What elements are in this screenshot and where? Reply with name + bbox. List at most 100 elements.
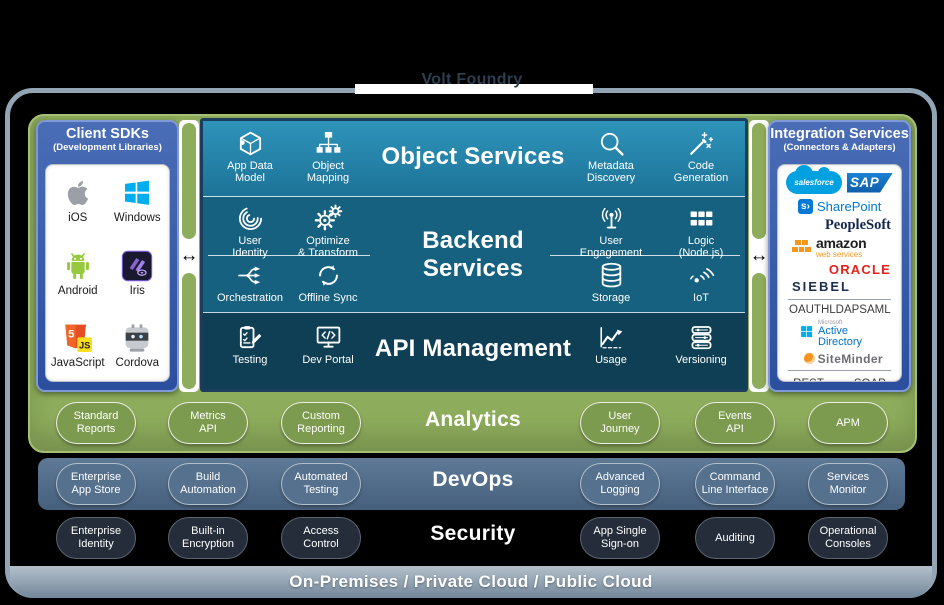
- soap-label: SOAP: [854, 378, 886, 381]
- feature-label: Logic (Node.js): [678, 235, 724, 260]
- rest-label: REST: [793, 378, 824, 381]
- feature-versioning: Versioning: [662, 323, 740, 366]
- apple-icon: [62, 177, 94, 209]
- devops-pill-build-automation: Build Automation: [168, 463, 248, 505]
- salesforce-label: salesforce: [794, 178, 834, 187]
- usage-icon: [597, 323, 626, 352]
- microsoft-label: Microsoft: [818, 319, 843, 326]
- divider: [208, 255, 370, 256]
- connection-blob: [752, 123, 766, 239]
- siteminder-logo: SiteMinder: [786, 352, 883, 366]
- platform-label: JavaScript: [50, 357, 105, 369]
- deployment-bar: On-Premises / Private Cloud / Public Clo…: [10, 566, 932, 598]
- bidirectional-arrow-icon: ↔: [179, 245, 199, 266]
- svg-text:5: 5: [68, 328, 74, 340]
- security-pill-operational-consoles: Operational Consoles: [808, 517, 888, 559]
- feature-label: IoT: [693, 292, 709, 304]
- peoplesoft-logo: PeopleSoft: [824, 217, 891, 233]
- iot-icon: [687, 261, 716, 290]
- aws-label: amazon: [816, 235, 867, 251]
- backend-services-band: User Identity Optimize & Transform User …: [203, 197, 745, 313]
- iris-icon: [121, 250, 153, 282]
- feature-usage: Usage: [572, 323, 650, 366]
- feature-label: App Data Model: [227, 160, 273, 185]
- security-pill-auditing: Auditing: [695, 517, 775, 559]
- platform-ios: iOS: [48, 177, 108, 224]
- analytics-pill-metrics-api: Metrics API: [168, 402, 248, 444]
- feature-offline-sync: Offline Sync: [289, 261, 367, 304]
- analytics-pill-user-journey: User Journey: [580, 402, 660, 444]
- core-services-block: App Data Model Object Mapping Object Ser…: [200, 118, 748, 392]
- connection-blob: [752, 273, 766, 389]
- logic-icon: [687, 204, 716, 233]
- platform-label: Iris: [129, 284, 145, 297]
- storage-icon: [597, 261, 626, 290]
- security-pill-built-in-encryption: Built-in Encryption: [168, 517, 248, 559]
- offline-sync-icon: [314, 261, 343, 290]
- devops-pill-command-line-interface: Command Line Interface: [695, 463, 775, 505]
- metadata-discovery-icon: [597, 129, 626, 158]
- connection-blob: [182, 273, 196, 389]
- feature-label: Object Mapping: [306, 160, 350, 185]
- dev-portal-icon: [314, 323, 343, 352]
- feature-label: Dev Portal: [302, 354, 354, 366]
- platform-cordova: Cordova: [108, 322, 168, 369]
- analytics-title: Analytics: [424, 408, 522, 431]
- integration-services-title: Integration Services: [770, 126, 909, 142]
- object-mapping-icon: [314, 129, 343, 158]
- oauth-label: OAUTH: [789, 303, 830, 316]
- sharepoint-logo: s› SharePoint: [798, 199, 893, 214]
- feature-storage: Storage: [572, 261, 650, 304]
- optimize-transform-icon: [314, 204, 343, 233]
- feature-user-identity: User Identity: [211, 204, 289, 260]
- active-directory-label: Active Directory: [818, 324, 863, 348]
- salesforce-logo: salesforce: [786, 165, 842, 194]
- aws-logo: amazon web services: [792, 235, 893, 259]
- analytics-pill-standard-reports: Standard Reports: [56, 402, 136, 444]
- app-data-model-icon: [236, 129, 265, 158]
- feature-iot: IoT: [662, 261, 740, 304]
- feature-object-mapping: Object Mapping: [289, 129, 367, 185]
- platform-android: Android: [48, 250, 108, 297]
- feature-label: User Engagement: [579, 235, 643, 260]
- cordova-icon: [121, 322, 153, 354]
- versioning-icon: [687, 323, 716, 352]
- feature-optimize-transform: Optimize & Transform: [289, 204, 367, 260]
- integration-services-card: salesforce SAP s› SharePoint PeopleSoft …: [777, 164, 902, 382]
- user-engagement-icon: [597, 204, 626, 233]
- platform-label: iOS: [68, 212, 88, 224]
- title-band: [355, 84, 593, 94]
- integration-services-subtitle: (Connectors & Adapters): [783, 142, 896, 153]
- feature-user-engagement: User Engagement: [572, 204, 650, 260]
- devops-pill-enterprise-app-store: Enterprise App Store: [56, 463, 136, 505]
- security-pill-enterprise-identity: Enterprise Identity: [56, 517, 136, 559]
- feature-logic-nodejs: Logic (Node.js): [662, 204, 740, 260]
- feature-label: Storage: [591, 292, 631, 304]
- divider: [550, 255, 740, 256]
- security-pill-access-control: Access Control: [281, 517, 361, 559]
- active-directory-logo: Microsoft Active Directory: [800, 320, 893, 348]
- platform-label: Windows: [113, 212, 161, 224]
- feature-code-generation: Code Generation: [662, 129, 740, 185]
- devops-pill-advanced-logging: Advanced Logging: [580, 463, 660, 505]
- sharepoint-icon: s›: [798, 199, 813, 214]
- aws-cubes-icon: [792, 239, 811, 256]
- analytics-pill-events-api: Events API: [695, 402, 775, 444]
- feature-label: Testing: [232, 354, 268, 366]
- devops-pill-services-monitor: Services Monitor: [808, 463, 888, 505]
- feature-app-data-model: App Data Model: [211, 129, 289, 185]
- api-management-title: API Management: [374, 335, 572, 362]
- bidirectional-arrow-icon: ↔: [749, 245, 769, 266]
- devops-title: DevOps: [432, 468, 514, 491]
- api-management-band: Testing Dev Portal API Management Usage …: [203, 313, 745, 389]
- oracle-logo: ORACLE: [828, 261, 891, 277]
- ldap-label: LDAP: [829, 303, 860, 316]
- testing-icon: [236, 323, 265, 352]
- divider: [788, 298, 891, 300]
- object-services-title: Object Services: [381, 143, 565, 170]
- siteminder-icon: [803, 353, 815, 365]
- connection-blob: [182, 123, 196, 239]
